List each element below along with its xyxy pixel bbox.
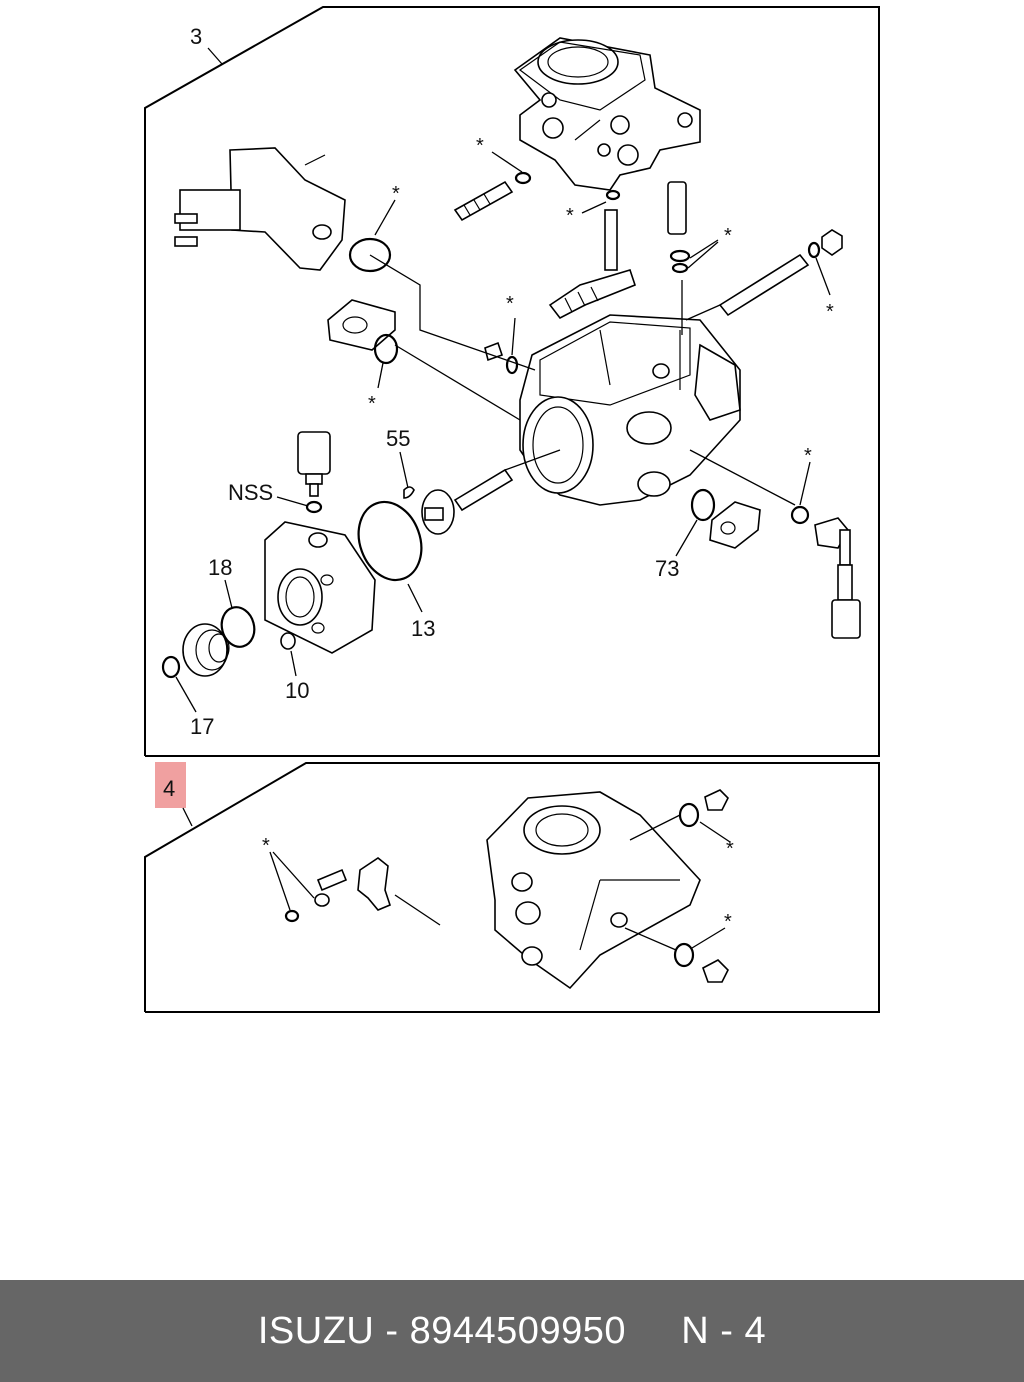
idle-air-control-valve: * (174, 147, 400, 273)
gasket-plate-left: * (327, 299, 399, 415)
asterisk-mark: * (804, 445, 812, 467)
callout-13: 13 (411, 616, 435, 641)
right-valve-assembly: * (667, 181, 732, 274)
assembly-4-throttle-body (486, 791, 701, 990)
callout-4-highlight (155, 762, 186, 808)
callout-3: 3 (190, 24, 202, 49)
temperature-sensor-right: * (790, 445, 861, 639)
callout-18: 18 (208, 555, 232, 580)
part-number: 8944509950 (409, 1309, 626, 1352)
callout-17-group: 17 (161, 655, 214, 739)
upper-throttle-body (513, 37, 701, 191)
part-footer-bar: ISUZU - 8944509950 N - 4 (0, 1280, 1024, 1382)
main-throttle-body (519, 314, 741, 506)
assembly-4-lever-spring: * (262, 835, 441, 926)
page-reference: N - 4 (681, 1309, 767, 1352)
asterisk-mark: * (392, 183, 400, 205)
assembly-4-frame: 4 (144, 762, 880, 1013)
asterisk-mark: * (566, 205, 574, 227)
asterisk-mark: * (726, 838, 734, 860)
small-screw-center: * (484, 293, 519, 375)
callout-10-group: 10 (280, 632, 309, 703)
asterisk-mark: * (826, 301, 834, 323)
asterisk-mark: * (724, 225, 732, 247)
callout-73-group: 73 (655, 488, 761, 581)
gap (626, 1310, 681, 1353)
asterisk-mark: * (476, 135, 484, 157)
exploded-parts-diagram: 3 4 * * (144, 6, 880, 1013)
nss-solenoid: NSS (228, 431, 331, 514)
callout-13-group: 13 (357, 500, 435, 641)
hose-fitting-left: * (453, 135, 532, 222)
callout-73: 73 (655, 556, 679, 581)
asterisk-mark: * (368, 393, 376, 415)
separator: - (374, 1309, 410, 1352)
throttle-shaft (421, 449, 561, 535)
brand-label: ISUZU (257, 1309, 375, 1352)
callout-10: 10 (285, 678, 309, 703)
assembly-4-upper-screw: * (629, 789, 734, 860)
thermo-housing (264, 521, 376, 654)
callout-55: 55 (386, 426, 410, 451)
callout-55-group: 55 (386, 426, 415, 499)
callout-18-group: 18 (182, 555, 256, 677)
asterisk-mark: * (506, 293, 514, 315)
assembly-4-lower-screw: * (624, 911, 732, 983)
connection-lines-top (369, 254, 796, 506)
long-bolt-right: * (718, 229, 843, 323)
assembly-3-frame: 3 (144, 6, 880, 757)
center-pin-assembly: * (548, 189, 636, 320)
asterisk-mark: * (262, 835, 270, 857)
callout-nss: NSS (228, 480, 273, 505)
callout-4: 4 (163, 776, 175, 801)
asterisk-mark: * (724, 911, 732, 933)
callout-17: 17 (190, 714, 214, 739)
